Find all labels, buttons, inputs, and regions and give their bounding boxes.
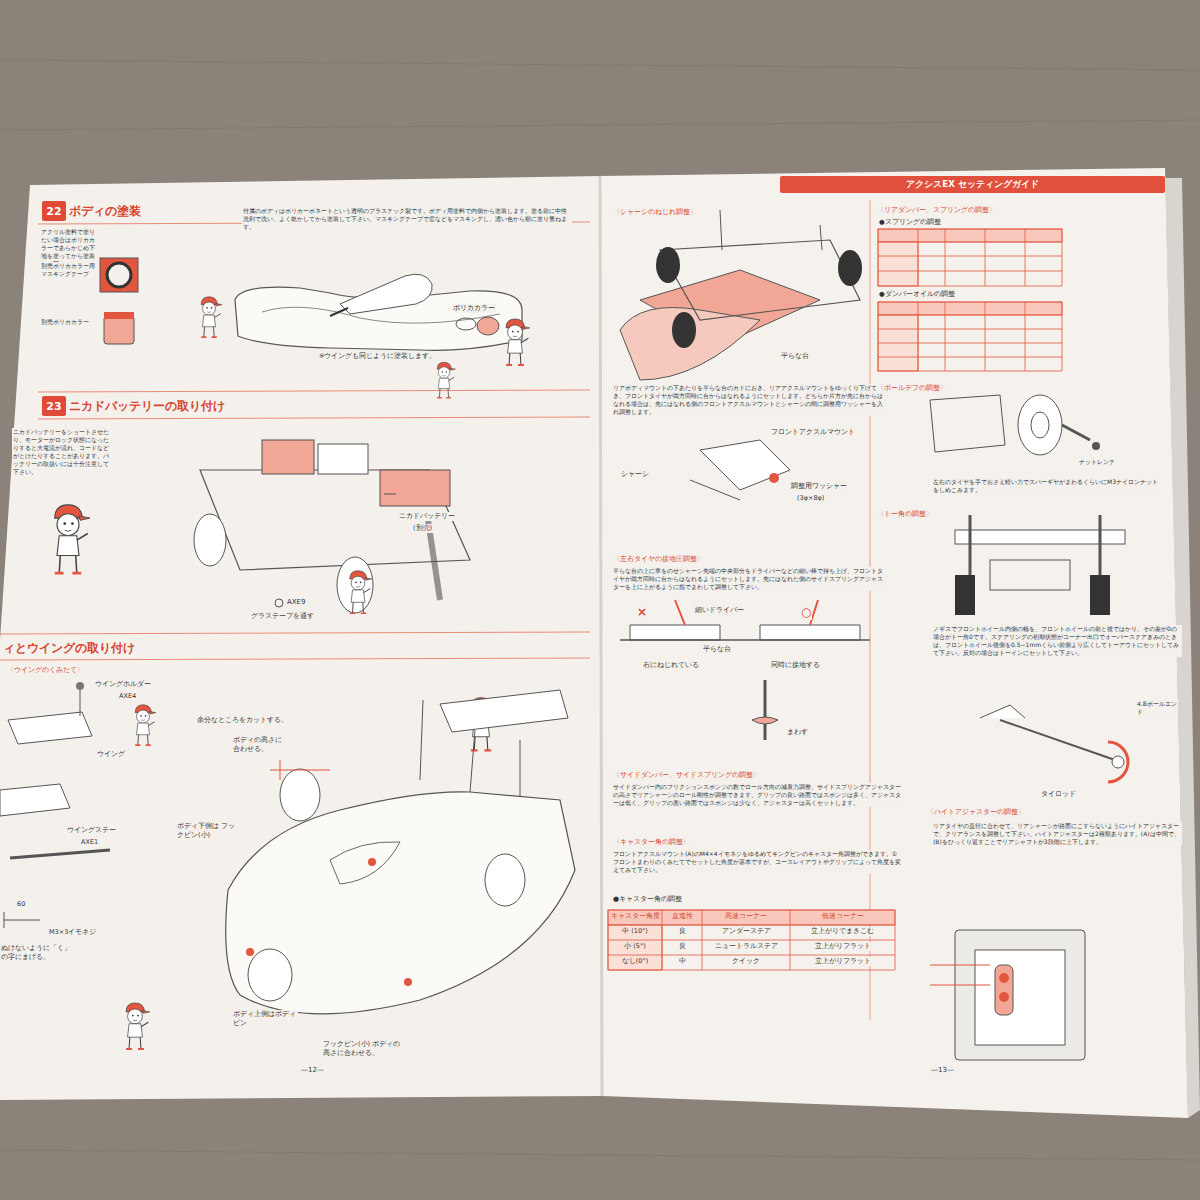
step-number-box: 23 <box>42 396 66 416</box>
step-number: 22 <box>46 205 61 218</box>
step-number-box: 22 <box>42 201 66 221</box>
part-name: 調整用ワッシャー <box>790 482 848 491</box>
callout-text: まわす <box>786 728 809 737</box>
part-name: M3×3イモネジ <box>48 928 97 937</box>
body-text: サイドダンパー内のフリクションスポンジの数でロール方向の減衰力調整、サイドスプリ… <box>612 783 902 807</box>
table-title: ●ダンパーオイルの調整 <box>878 290 956 299</box>
part-name: 細いドライバー <box>694 606 745 615</box>
page-number: —12— <box>300 1066 325 1075</box>
sub-heading: 〈サイドダンパー、サイドスプリングの調整〉 <box>612 771 761 780</box>
part-note: 別売ポリカカラー用マスキングテープ <box>40 262 98 278</box>
table-title: ●スプリングの調整 <box>878 218 942 227</box>
part-note: 別売ポリカカラー <box>40 318 98 326</box>
sub-heading: 〈ボールデフの調整〉 <box>876 384 948 393</box>
part-name: ニカドバッテリー <box>398 512 456 521</box>
table-cell: 立上がりフラット <box>791 957 894 966</box>
part-name: シャーシ <box>620 470 650 479</box>
callout-text: 右にねじれている <box>642 661 700 670</box>
section-heading: ニカドバッテリーの取り付け <box>68 398 226 414</box>
step-number: 23 <box>46 400 61 413</box>
callout-text: ボディ上側はボディピン <box>232 1010 298 1028</box>
dimension: 60 <box>16 900 26 909</box>
dimension: (3φ×8φ) <box>796 494 825 503</box>
table-cell: アンダーステア <box>703 927 789 936</box>
table-cell: クイック <box>703 957 789 966</box>
table-cell: 良 <box>663 927 701 936</box>
table-cell: 中 <box>663 957 701 966</box>
part-name: ウイングステー <box>66 826 117 835</box>
table-cell: 立上がりでまきこむ <box>791 927 894 936</box>
part-name: ナットレンチ <box>1078 458 1116 466</box>
table-cell: 良 <box>663 942 701 951</box>
table-cell: 低速コーナー <box>791 912 894 921</box>
table-cell: 中 (10°) <box>609 927 661 936</box>
part-code: AXE9 <box>286 598 306 607</box>
callout-text: グラステープを通す <box>250 612 315 621</box>
part-name: 4.8ボールエンド <box>1136 700 1178 716</box>
part-name: ウイング <box>96 750 126 759</box>
part-name: フロントアクスルマウント <box>770 428 856 437</box>
callout-text: ぬけないように「く」の字にまげる。 <box>0 944 72 962</box>
callout-text: ボディの高さに合わせる。 <box>232 736 288 754</box>
body-text: リアボディマウントの下あたりを平らな台のカドにおき、リアアクスルマウントをゆっく… <box>612 384 887 416</box>
sub-heading: 〈リアダンパー、スプリングの調整〉 <box>876 206 997 215</box>
section-heading: ィとウイングの取り付け <box>2 640 136 656</box>
section-heading: ボディの塗装 <box>68 203 142 219</box>
part-name: タイロッド <box>1040 790 1077 799</box>
sub-heading: 〈ハイトアジャスターの調整〉 <box>926 808 1026 817</box>
callout-text: 同時に接地する <box>770 661 821 670</box>
callout-text: ボディ下側は フックピン(小) <box>176 822 238 840</box>
part-name: ウイングホルダー <box>94 680 152 689</box>
body-text: 平らな台の上に車をのせシャーシ先端の中央部分をドライバーなどの細い棒で持ち上げ、… <box>612 567 887 591</box>
sub-heading: 〈左右タイヤの接地圧調整〉 <box>612 555 705 564</box>
table-cell: 直進性 <box>663 912 701 921</box>
sub-heading: 〈シャーシのねじれ調整〉 <box>612 208 698 217</box>
part-code: AXE4 <box>118 692 137 701</box>
table-title: ●キャスター角の調整 <box>612 895 683 904</box>
body-text: 付属のボディはポリカーボネートという透明のプラスチック製です。ボディ用塗料で内側… <box>242 207 572 231</box>
part-name: ポリカカラー <box>452 304 496 313</box>
part-name: (別売) <box>412 524 433 533</box>
title-text: アクシスEX セッティングガイド <box>906 179 1038 191</box>
part-name: 平らな台 <box>702 645 732 654</box>
mark-symbol: ○ <box>800 604 812 620</box>
page-number: —13— <box>930 1066 955 1075</box>
body-text: フロントアクスルマウント(A)のM4×4イモネジをゆるめてキングピンのキャスター… <box>612 850 902 874</box>
warning-text: ニカドバッテリーをショートさせたり、モーターがロック状態になったりすると大電流が… <box>12 428 110 477</box>
table-cell: キャスター角度 <box>609 912 661 921</box>
body-text: 左右のタイヤを手でおさえ軽い力でスパーギヤがまわるくらいにM3ナイロンナットをし… <box>932 478 1162 494</box>
table-cell: 小 (5°) <box>609 942 661 951</box>
sub-heading: 〈トー角の調整〉 <box>876 510 934 519</box>
note-text: ※ウイングも同じように塗装します。 <box>318 352 437 361</box>
callout-text: フックピン(小) ボディの高さに合わせる。 <box>322 1040 402 1058</box>
sub-heading: 〈ウイングのくみたて〉 <box>6 666 85 675</box>
title-band: アクシスEX セッティングガイド <box>780 176 1165 193</box>
part-code: AXE1 <box>80 838 99 847</box>
table-cell: ニュートラルステア <box>703 942 789 951</box>
body-text: リアタイヤの直径に合わせて、リアシャーシが路面にこすらないようにハイトアジャスタ… <box>932 822 1182 846</box>
mark-symbol: × <box>636 604 648 620</box>
callout-text: 余分なところをカットする。 <box>196 716 289 725</box>
part-name: 平らな台 <box>780 352 810 361</box>
body-text: ノギスでフロントホイール内側の幅を、フロントホイールの前と後ではかり、その差が0… <box>932 625 1182 657</box>
table-cell: 立上がりフラット <box>791 942 894 951</box>
sub-heading: 〈キャスター角の調整〉 <box>612 838 691 847</box>
table-cell: なし(0°) <box>609 957 661 966</box>
table-cell: 高速コーナー <box>703 912 789 921</box>
